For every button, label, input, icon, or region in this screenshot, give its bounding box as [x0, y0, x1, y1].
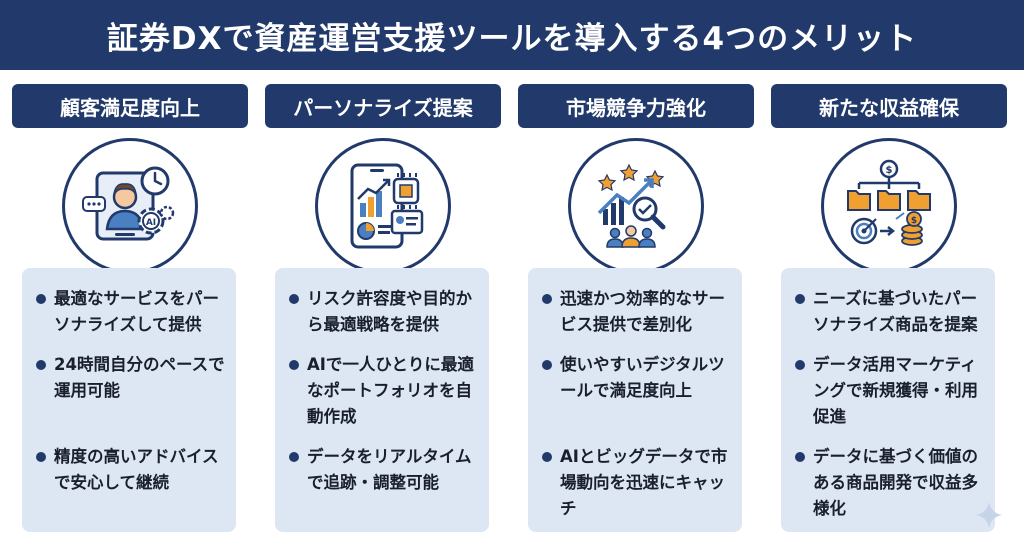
benefit-panel: ニーズに基づいたパーソナライズ商品を提案 データ活用マーケティングで新規獲得・利…	[781, 268, 995, 532]
list-item: 精度の高いアドバイスで安心して継続	[36, 444, 226, 496]
column-header: 新たな収益確保	[771, 84, 1007, 128]
column-market-competitiveness: 市場競争力強化 迅速かつ効率的な	[518, 84, 754, 534]
list-item: ニーズに基づいたパーソナライズ商品を提案	[795, 286, 985, 338]
list-item: 24時間自分のペースで運用可能	[36, 352, 226, 404]
column-header: 顧客満足度向上	[12, 84, 248, 128]
column-header: 市場競争力強化	[518, 84, 754, 128]
page-title: 証券DXで資産運営支援ツールを導入する4つのメリット	[106, 20, 918, 57]
list-item: リスク許容度や目的から最適戦略を提供	[289, 286, 479, 338]
bullet-icon	[795, 452, 805, 462]
title-bar: 証券DXで資産運営支援ツールを導入する4つのメリット	[0, 0, 1024, 70]
bullet-icon	[289, 452, 299, 462]
svg-text:AI: AI	[146, 218, 156, 228]
bullet-icon	[289, 360, 299, 370]
bullet-icon	[795, 360, 805, 370]
bullet-icon	[795, 294, 805, 304]
benefit-panel: リスク許容度や目的から最適戦略を提供 AIで一人ひとりに最適なポートフォリオを自…	[275, 268, 489, 532]
list-item: 最適なサービスをパーソナライズして提供	[36, 286, 226, 338]
benefit-panel: 迅速かつ効率的なサービス提供で差別化 使いやすいデジタルツールで満足度向上 AI…	[528, 268, 742, 532]
column-customer-satisfaction: 顧客満足度向上 AI 最適なサービスをパーソナライズして提供 24時間自分のペ	[12, 84, 248, 534]
column-personalized-proposal: パーソナライズ提案	[265, 84, 501, 534]
customer-support-icon: AI	[62, 138, 198, 274]
bullet-icon	[542, 452, 552, 462]
revenue-folders-icon: $ $	[821, 138, 957, 274]
market-growth-icon	[568, 138, 704, 274]
column-new-revenue: 新たな収益確保 $ $	[771, 84, 1007, 534]
bullet-icon	[36, 360, 46, 370]
list-item: データ活用マーケティングで新規獲得・利用促進	[795, 352, 985, 430]
list-item: 使いやすいデジタルツールで満足度向上	[542, 352, 732, 404]
bullet-icon	[289, 294, 299, 304]
column-header: パーソナライズ提案	[265, 84, 501, 128]
svg-text:$: $	[911, 216, 917, 226]
list-item: 迅速かつ効率的なサービス提供で差別化	[542, 286, 732, 338]
benefit-panel: 最適なサービスをパーソナライズして提供 24時間自分のペースで運用可能 精度の高…	[22, 268, 236, 532]
bullet-icon	[36, 452, 46, 462]
bullet-icon	[542, 294, 552, 304]
list-item: AIとビッグデータで市場動向を迅速にキャッチ	[542, 444, 732, 522]
list-item: データをリアルタイムで追跡・調整可能	[289, 444, 479, 496]
personalized-dashboard-icon	[315, 138, 451, 274]
bullet-icon	[36, 294, 46, 304]
bullet-icon	[542, 360, 552, 370]
svg-text:$: $	[886, 165, 893, 176]
list-item: AIで一人ひとりに最適なポートフォリオを自動作成	[289, 352, 479, 430]
sparkle-icon	[976, 502, 1002, 528]
list-item: データに基づく価値のある商品開発で収益多様化	[795, 444, 985, 522]
